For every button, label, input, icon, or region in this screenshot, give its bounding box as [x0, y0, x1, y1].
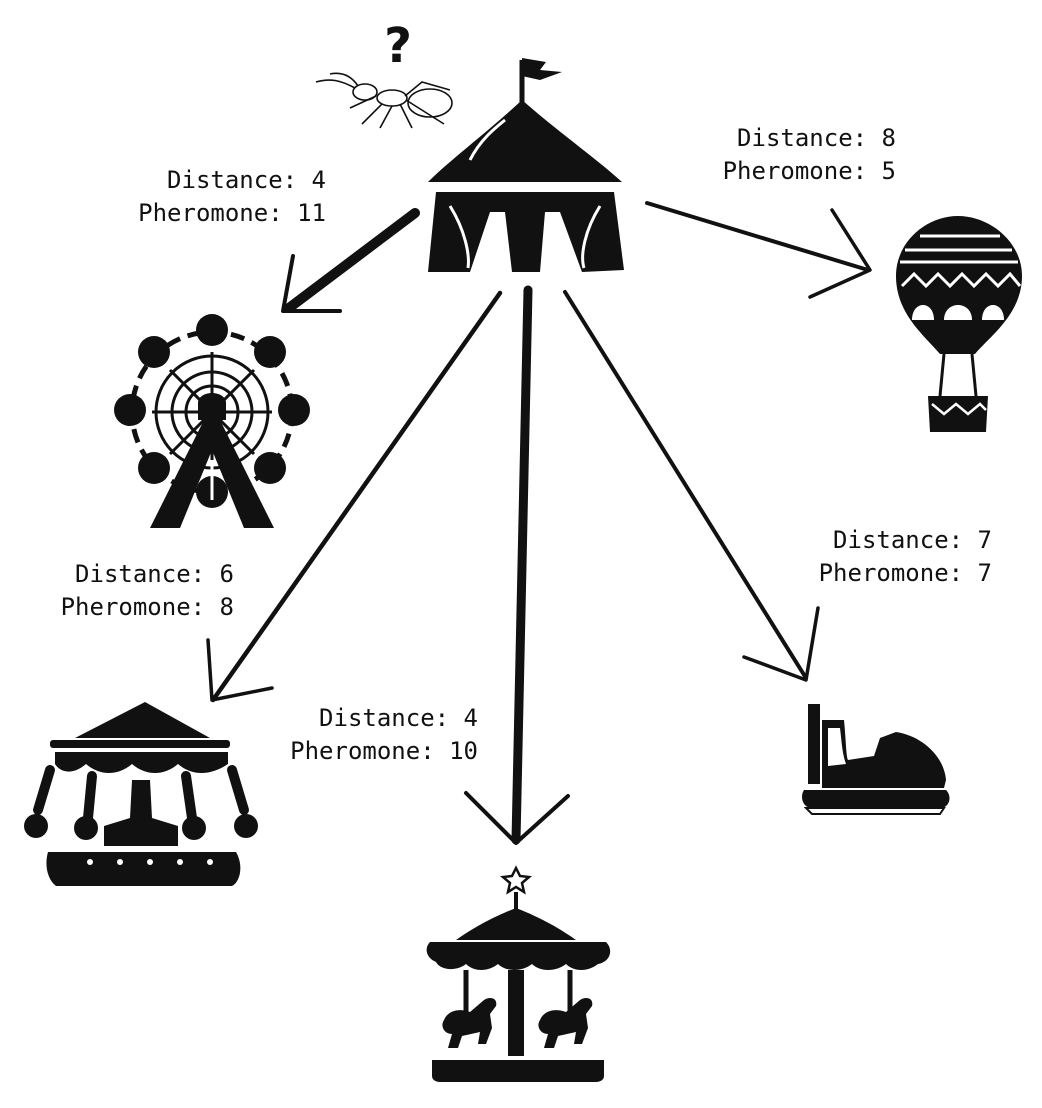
edge-label-hot-air-balloon: Distance: 8 Pheromone: 5 [723, 122, 896, 188]
arrow-to-bumper-car [563, 290, 808, 680]
pheromone-label: Pheromone: 7 [818, 559, 992, 587]
circus-tent-icon [428, 58, 624, 272]
edge-label-bumper-car: Distance: 7 Pheromone: 7 [819, 524, 992, 590]
edge-label-ferris-wheel: Distance: 4 Pheromone: 11 [138, 164, 326, 230]
carousel-icon [426, 865, 611, 1082]
hot-air-balloon-icon [896, 216, 1022, 432]
pheromone-label: Pheromone: 8 [60, 593, 234, 621]
pheromone-label: Pheromone: 11 [138, 199, 326, 227]
question-mark: ? [384, 18, 412, 74]
distance-label: Distance: 8 [737, 124, 896, 152]
distance-label: Distance: 7 [833, 526, 992, 554]
arrowhead-ferris-wheel [281, 254, 342, 313]
distance-label: Distance: 6 [75, 560, 234, 588]
ferris-wheel-icon [114, 314, 310, 528]
distance-label: Distance: 4 [167, 166, 326, 194]
arrowhead-swing-ride [206, 638, 274, 702]
edge-label-swing-ride: Distance: 6 Pheromone: 8 [61, 558, 234, 624]
arrow-to-ferris-wheel [284, 208, 420, 313]
pheromone-label: Pheromone: 5 [722, 157, 896, 185]
edge-label-carousel: Distance: 4 Pheromone: 10 [290, 702, 478, 768]
arrowhead-carousel [464, 791, 570, 845]
pheromone-label: Pheromone: 10 [290, 737, 478, 765]
arrowhead-bumper-car [742, 606, 820, 682]
arrow-to-swing-ride [210, 290, 503, 703]
distance-label: Distance: 4 [319, 704, 478, 732]
arrow-to-hot-air-balloon [645, 201, 870, 272]
bumper-car-icon [802, 704, 950, 815]
swing-ride-icon [24, 702, 258, 886]
arrow-to-carousel [511, 285, 533, 845]
ant-icon [315, 72, 453, 129]
arrowhead-hot-air-balloon [808, 208, 872, 299]
